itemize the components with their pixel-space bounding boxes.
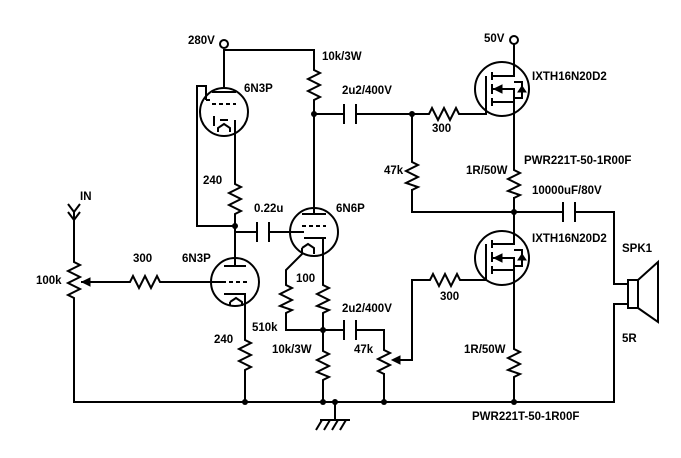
label-10k-3w-top: 10k/3W <box>322 51 362 63</box>
label-1r-bottom: 1R/50W <box>464 344 506 356</box>
label-1r-top: 1R/50W <box>466 165 508 177</box>
mosfet-top <box>474 61 530 117</box>
resistor-100 <box>314 280 332 316</box>
pot-100k[interactable] <box>65 256 92 302</box>
label-6n3p-top: 6N3P <box>244 83 273 95</box>
mosfet-bottom <box>474 230 530 286</box>
pot-47k[interactable] <box>375 346 401 375</box>
ground-icon <box>315 419 350 431</box>
label-100: 100 <box>296 273 315 285</box>
tube-6n6p <box>289 207 339 257</box>
labels: 280V 50V 10k/3W 2u2/400V IXTH16N20D2 300… <box>36 33 653 423</box>
tube-6n3p-top <box>199 86 249 137</box>
label-100k: 100k <box>36 275 62 287</box>
cap-10000u <box>562 202 576 222</box>
resistor-300-bottom <box>426 271 464 289</box>
resistor-240-bottom <box>236 334 254 374</box>
label-300-bottom: 300 <box>440 291 459 303</box>
label-022u: 0.22u <box>254 203 283 215</box>
junction-dots <box>232 111 517 405</box>
resistor-1r-top <box>505 166 523 199</box>
label-mosfet-bottom: IXTH16N20D2 <box>532 233 607 245</box>
label-47k-pot: 47k <box>354 344 374 356</box>
label-mosfet-top: IXTH16N20D2 <box>532 71 607 83</box>
terminals <box>219 35 519 49</box>
resistor-300-input <box>124 273 164 291</box>
label-spk1: SPK1 <box>622 243 653 255</box>
resistor-10k-3w-bottom <box>314 346 332 382</box>
cap-022u <box>256 222 270 242</box>
tube-6n3p-bottom <box>206 254 260 307</box>
resistor-1r-bottom <box>505 344 523 378</box>
label-240-top: 240 <box>203 175 222 187</box>
label-50v: 50V <box>484 33 505 45</box>
resistor-510k <box>277 280 295 316</box>
label-47k-left: 47k <box>384 165 404 177</box>
label-5r: 5R <box>622 333 637 345</box>
label-in: IN <box>80 191 92 203</box>
label-280v: 280V <box>188 35 215 47</box>
label-510k: 510k <box>252 322 278 334</box>
wires <box>73 43 629 421</box>
label-300-input: 300 <box>133 253 152 265</box>
label-300-top: 300 <box>432 123 451 135</box>
label-pwr-bottom: PWR221T-50-1R00F <box>472 411 579 423</box>
resistor-240-top <box>226 178 244 218</box>
label-6n6p: 6N6P <box>336 203 365 215</box>
resistor-10k-3w-top <box>305 66 323 102</box>
input-arrow-icon <box>67 203 81 222</box>
cap-2u2-top <box>343 104 357 124</box>
cap-2u2-bottom <box>343 320 357 340</box>
label-2u2-top: 2u2/400V <box>342 85 392 97</box>
label-2u2-bottom: 2u2/400V <box>342 303 392 315</box>
resistors <box>124 66 523 382</box>
capacitors <box>256 104 576 340</box>
label-240-bottom: 240 <box>214 334 233 346</box>
label-pwr-top: PWR221T-50-1R00F <box>524 155 631 167</box>
label-10000u: 10000uF/80V <box>532 185 602 197</box>
resistor-47k-left <box>403 158 421 191</box>
resistor-300-top <box>425 105 462 123</box>
label-10k-3w-bottom: 10k/3W <box>272 344 312 356</box>
label-6n3p-bottom: 6N3P <box>182 253 211 265</box>
speaker-icon <box>627 259 659 324</box>
